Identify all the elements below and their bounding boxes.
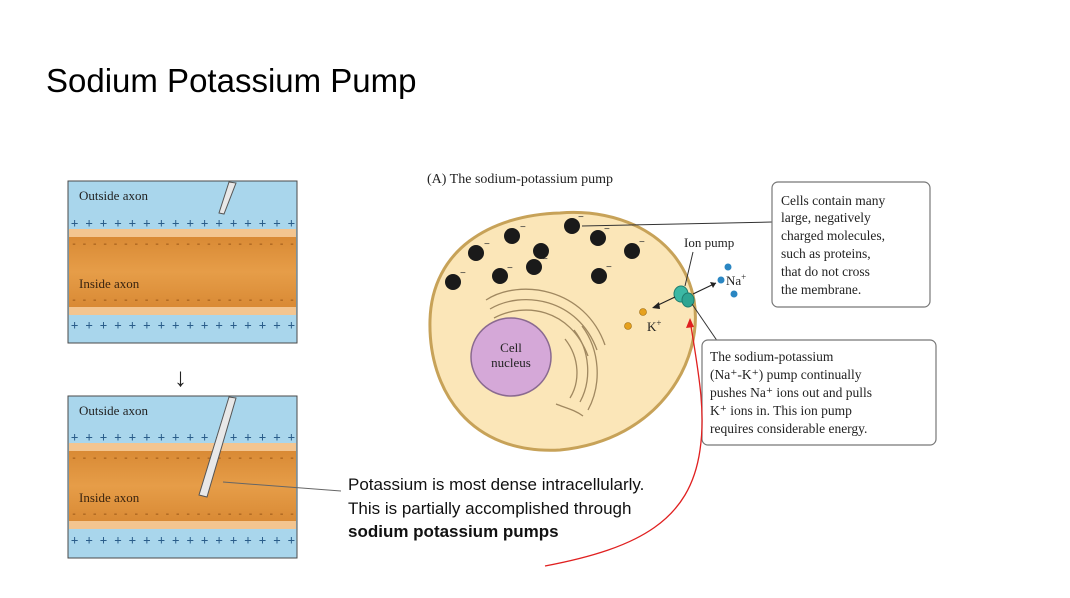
svg-text:that do not cross: that do not cross — [781, 264, 870, 279]
svg-text:Cells contain many: Cells contain many — [781, 193, 885, 208]
plus-row-top-1: + + + + + + + + + + + + + + + + — [71, 216, 295, 230]
na-label: Na+ — [726, 272, 746, 288]
cell-nucleus — [470, 317, 552, 397]
plus-row-bottom-2: + + + + + + + + + + + + + + + + — [71, 533, 295, 547]
golgi-apparatus — [485, 288, 606, 417]
negative-proteins — [445, 218, 640, 290]
ion-pump — [673, 285, 695, 308]
neg-charge-mark: − — [604, 224, 610, 235]
outside-axon-label-2: Outside axon — [79, 403, 148, 418]
k-label: K+ — [647, 318, 661, 334]
protein-dot — [590, 230, 606, 246]
caption-plain: Potassium is most dense intracellularly.… — [348, 475, 645, 518]
protein-dot — [468, 245, 484, 261]
minus-row-top-1: - - - - - - - - - - - - - - - - - - - - … — [71, 239, 295, 250]
svg-text:(Na⁺-K⁺) pump continually: (Na⁺-K⁺) pump continually — [710, 367, 862, 382]
neg-charge-mark: − — [606, 262, 612, 273]
caption-pointer-line — [222, 481, 342, 492]
callout-top-text: Cells contain many large, negatively cha… — [781, 193, 885, 297]
neg-charge-mark: − — [460, 268, 466, 279]
potassium-ions — [624, 308, 647, 330]
down-arrow: ↓ — [174, 362, 187, 392]
neg-charge-mark: − — [484, 239, 490, 250]
negative-charge-marks: − − − − − − − − − — [460, 212, 645, 279]
minus-row-top-2: - - - - - - - - - - - - - - - - - - - - … — [71, 453, 295, 464]
minus-row-bottom-2: - - - - - - - - - - - - - - - - - - - - … — [71, 509, 295, 520]
electrode-1 — [218, 181, 237, 215]
caption-text: Potassium is most dense intracellularly.… — [348, 473, 648, 544]
neg-charge-mark: − — [507, 263, 513, 274]
svg-text:large, negatively: large, negatively — [781, 210, 871, 225]
neg-charge-mark: − — [639, 237, 645, 248]
protein-dot — [504, 228, 520, 244]
axon-panel-before: Outside axon + + + + + + + + + + + + + +… — [67, 180, 298, 344]
neg-charge-mark: − — [578, 212, 584, 223]
electrode-2 — [198, 396, 237, 498]
nucleus-label-line1: Cell — [500, 340, 522, 355]
inside-axon-label-1: Inside axon — [79, 276, 140, 291]
callout-top-pointer — [581, 221, 773, 227]
svg-text:K⁺ ions in. This ion pump: K⁺ ions in. This ion pump — [710, 403, 852, 418]
sodium-ions — [717, 263, 738, 298]
protein-dot — [624, 243, 640, 259]
protein-dot — [445, 274, 461, 290]
svg-text:pushes Na⁺ ions out and pulls: pushes Na⁺ ions out and pulls — [710, 385, 872, 400]
red-annotation-arrow — [544, 318, 703, 567]
axon-panel-after: Outside axon + + + + + + + + + + + + + +… — [67, 395, 298, 559]
minus-row-bottom-1: - - - - - - - - - - - - - - - - - - - - … — [71, 295, 295, 306]
pump-figure: (A) The sodium-potassium pump Cell nucle… — [427, 172, 937, 452]
plus-row-bottom-1: + + + + + + + + + + + + + + + + — [71, 318, 295, 332]
svg-text:the membrane.: the membrane. — [781, 282, 861, 297]
svg-text:such as proteins,: such as proteins, — [781, 246, 871, 261]
protein-dot — [564, 218, 580, 234]
callout-bottom-pointer — [691, 303, 721, 346]
protein-dot — [526, 259, 542, 275]
slide-title: Sodium Potassium Pump — [46, 62, 417, 99]
svg-text:The sodium-potassium: The sodium-potassium — [710, 349, 834, 364]
protein-dot — [591, 268, 607, 284]
callout-bottom-text: The sodium-potassium (Na⁺-K⁺) pump conti… — [710, 349, 872, 436]
callout-top-box — [771, 181, 931, 308]
neg-charge-mark: − — [542, 254, 548, 265]
neg-charge-mark: − — [520, 222, 526, 233]
pump-panel-title: (A) The sodium-potassium pump — [427, 172, 613, 187]
inside-axon-label-2: Inside axon — [79, 490, 140, 505]
caption-bold: sodium potassium pumps — [348, 522, 559, 541]
protein-dot — [492, 268, 508, 284]
callout-bottom-box — [701, 339, 937, 446]
svg-text:requires considerable energy.: requires considerable energy. — [710, 421, 867, 436]
ion-pump-label: Ion pump — [684, 235, 734, 250]
svg-text:charged molecules,: charged molecules, — [781, 228, 885, 243]
protein-dot — [533, 243, 549, 259]
outside-axon-label-1: Outside axon — [79, 188, 148, 203]
nucleus-label-line2: nucleus — [491, 355, 531, 370]
plus-row-top-2: + + + + + + + + + + + + + + + + — [71, 430, 295, 444]
